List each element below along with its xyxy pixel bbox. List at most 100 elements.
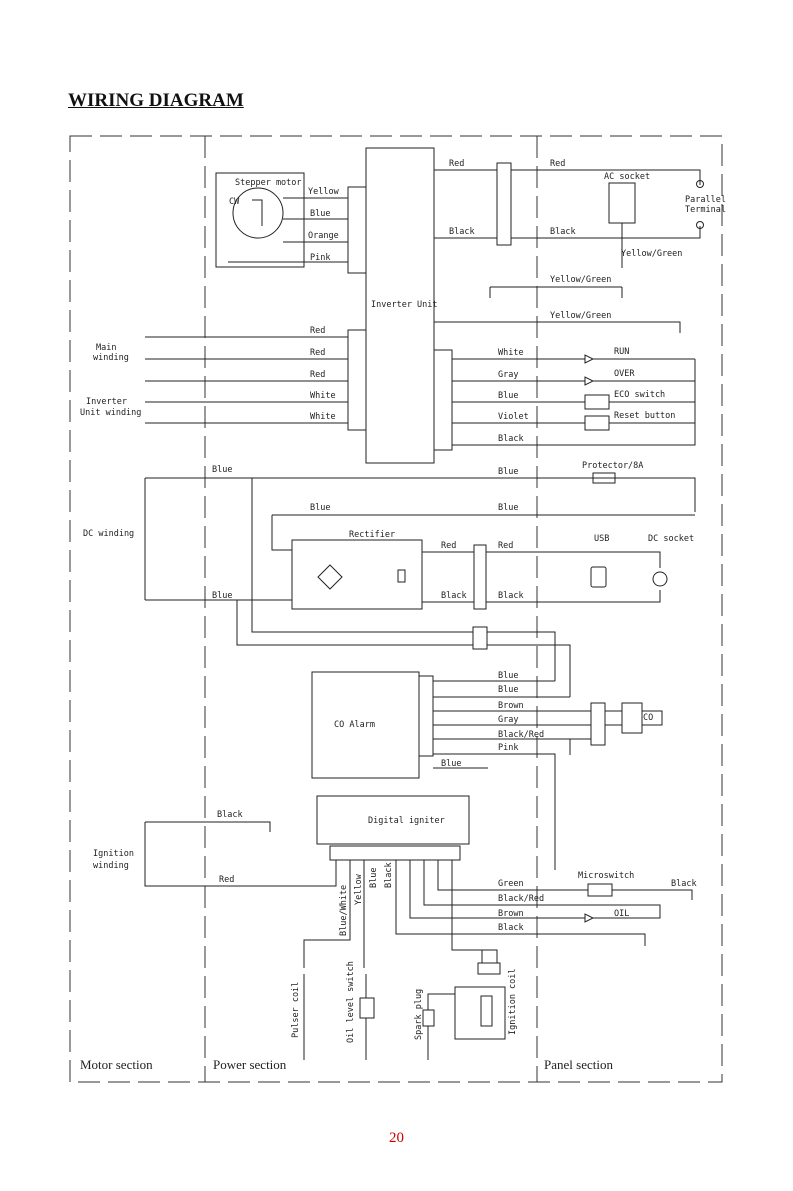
over-led-icon: [584, 376, 595, 386]
wire-label-blue-dc-5: Blue: [212, 591, 232, 601]
run-led-icon: [584, 354, 595, 364]
wire-label-white-run: White: [498, 348, 524, 358]
cw-label: CW: [229, 197, 240, 207]
wire-label-yellow-green-1: Yellow/Green: [621, 249, 682, 259]
wire-label-blue-co-3: Blue: [441, 759, 461, 769]
page-title: WIRING DIAGRAM: [68, 90, 244, 111]
stepper-motor-box: [215, 172, 305, 268]
parallel-terminal-label-2: Terminal: [685, 205, 726, 215]
eco-switch: [584, 394, 610, 410]
ignition-coil: [454, 986, 506, 1040]
wire-label-black-ac-2: Black: [550, 227, 576, 237]
wire-label-brown-co: Brown: [498, 701, 524, 711]
wire-label-black-micro: Black: [671, 879, 697, 889]
rectifier-bridge: [317, 564, 343, 590]
stepper-motor-rotor: [232, 187, 284, 239]
inverter-winding-label-2: Unit winding: [80, 408, 141, 418]
main-winding-label-1: Main: [96, 343, 116, 353]
wire-label-blue-co-2: Blue: [498, 685, 518, 695]
co-label: CO: [643, 713, 653, 723]
microswitch: [587, 883, 613, 897]
usb-port: [590, 566, 607, 588]
inverter-unit-label: Inverter Unit: [371, 300, 438, 310]
diagram-frame: [69, 135, 723, 1083]
wire-label-pink-co: Pink: [498, 743, 518, 753]
main-winding-label-2: winding: [93, 353, 129, 363]
wire-label-yellow-green-2: Yellow/Green: [550, 275, 611, 285]
wire-label-blue-dc-3: Blue: [310, 503, 330, 513]
pulser-coil-label: Pulser coil: [291, 982, 301, 1038]
stepper-motor-label: Stepper motor: [235, 178, 302, 188]
usb-label: USB: [594, 534, 609, 544]
run-label: RUN: [614, 347, 629, 357]
parallel-terminal-bottom: [696, 221, 704, 229]
co-sensor: [621, 702, 643, 734]
rectifier-label: Rectifier: [349, 530, 395, 540]
page-number: 20: [389, 1130, 404, 1146]
co-alarm-box: [311, 671, 420, 779]
wire-label-red-ac: Red: [449, 159, 464, 169]
wire-label-black-ign-2: Black: [384, 862, 394, 888]
ignition-winding-label-1: Ignition: [93, 849, 134, 859]
digital-igniter-label: Digital igniter: [368, 816, 445, 826]
wire-label-red-ac-2: Red: [550, 159, 565, 169]
reset-button: [584, 415, 610, 431]
inverter-winding-label-1: Inverter: [86, 397, 127, 407]
wire-label-blue: Blue: [310, 209, 330, 219]
wire-label-red-2: Red: [310, 348, 325, 358]
dc-socket: [652, 571, 668, 587]
wire-label-blue-ign: Blue: [369, 868, 379, 888]
reset-button-label: Reset button: [614, 411, 675, 421]
spark-plug-label: Spark plug: [414, 989, 424, 1040]
wire-label-gray: Gray: [498, 370, 518, 380]
ignition-winding-label-2: winding: [93, 861, 129, 871]
wire-label-white-1: White: [310, 391, 336, 401]
wire-label-blue-dc-4: Blue: [498, 503, 518, 513]
wire-label-orange: Orange: [308, 231, 339, 241]
wire-label-blue-white: Blue/White: [339, 885, 349, 936]
wire-label-black-rect-2: Black: [498, 591, 524, 601]
microswitch-label: Microswitch: [578, 871, 634, 881]
wire-label-black-ign: Black: [217, 810, 243, 820]
wire-label-red-rect-2: Red: [498, 541, 513, 551]
wire-label-red-ign: Red: [219, 875, 234, 885]
wire-label-yellow-green-3: Yellow/Green: [550, 311, 611, 321]
motor-section-label: Motor section: [80, 1057, 153, 1072]
wire-label-yellow: Yellow: [308, 187, 340, 197]
parallel-terminal-label-1: Parallel: [685, 195, 726, 205]
wire-label-red-rect: Red: [441, 541, 456, 551]
panel-section-label: Panel section: [544, 1057, 613, 1072]
wire-label-blue-eco: Blue: [498, 391, 518, 401]
power-section-label: Power section: [213, 1057, 287, 1072]
wire-label-blue-dc-1: Blue: [212, 465, 232, 475]
eco-switch-label: ECO switch: [614, 390, 665, 400]
wire-label-black-ac: Black: [449, 227, 475, 237]
oil-led-icon: [584, 913, 595, 923]
wire-label-black-rect: Black: [441, 591, 467, 601]
wire-label-green: Green: [498, 879, 524, 889]
wire-label-black-panel: Black: [498, 434, 524, 444]
oil-label: OIL: [614, 909, 629, 919]
wire-label-yellow-ign: Yellow: [354, 873, 364, 905]
digital-igniter-box: [316, 795, 470, 845]
wire-label-red-1: Red: [310, 326, 325, 336]
wire-label-white-2: White: [310, 412, 336, 422]
oil-level-switch-label: Oil level switch: [346, 961, 356, 1043]
wire-label-black-red-co: Black/Red: [498, 730, 544, 740]
spark-plug: [422, 1009, 435, 1027]
inverter-unit-box: [365, 147, 435, 464]
parallel-terminal-top: [696, 180, 704, 188]
ignition-coil-label: Ignition coil: [508, 968, 518, 1035]
ac-socket-label: AC socket: [604, 172, 650, 182]
wire-label-red-3: Red: [310, 370, 325, 380]
wire-label-black-red-ign: Black/Red: [498, 894, 544, 904]
wire-label-blue-co-1: Blue: [498, 671, 518, 681]
wire-label-violet: Violet: [498, 412, 529, 422]
wire-label-pink: Pink: [310, 253, 330, 263]
oil-level-switch: [359, 997, 375, 1019]
wire-label-black-ign-3: Black: [498, 923, 524, 933]
over-label: OVER: [614, 369, 635, 379]
dc-winding-label: DC winding: [83, 529, 134, 539]
co-alarm-label: CO Alarm: [334, 720, 375, 730]
